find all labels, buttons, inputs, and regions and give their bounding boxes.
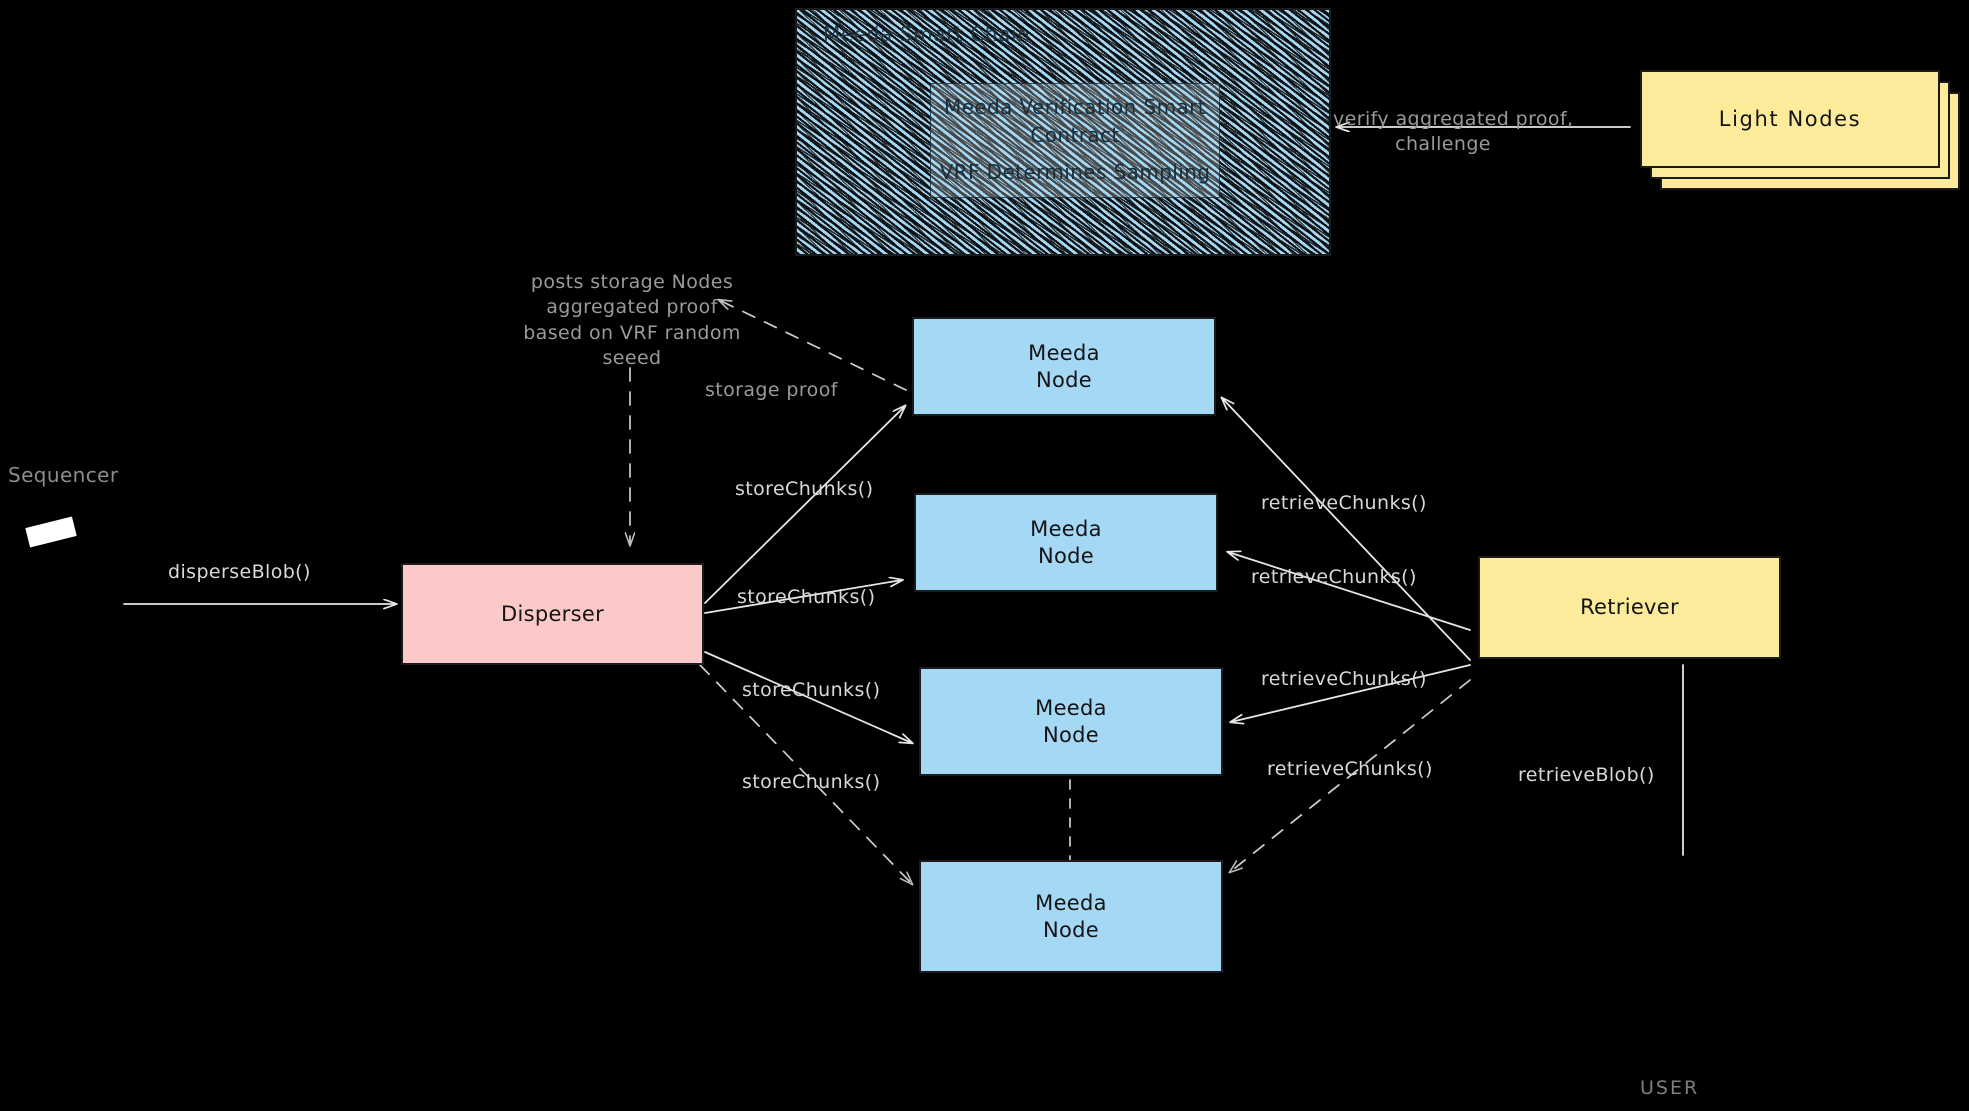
edge-retrieve-chunks-2 <box>1228 552 1471 631</box>
meeda-node-2[interactable]: Meeda Node <box>914 493 1218 592</box>
retriever-node[interactable]: Retriever <box>1478 556 1781 659</box>
meeda-node-1-line2: Node <box>1035 367 1092 392</box>
verification-contract-line3: VRF Determines Sampling <box>939 160 1211 185</box>
edge-label-retrieve-chunks-3: retrieveChunks() <box>1261 668 1427 690</box>
edge-label-verify-proof: verify aggregated proof, challenge <box>1333 108 1574 156</box>
light-nodes-label: Light Nodes <box>1718 107 1862 131</box>
edge-label-store-chunks-3: storeChunks() <box>742 679 881 701</box>
sequencer-chip-icon <box>25 516 77 548</box>
verification-contract-line2: Contract <box>1030 122 1120 147</box>
sequencer-label: Sequencer <box>8 463 119 487</box>
meeda-smart-chain-title: Meeda Smart Chain <box>823 22 1031 46</box>
meeda-node-4-line2: Node <box>1042 917 1099 942</box>
edge-label-retrieve-chunks-4: retrieveChunks() <box>1267 758 1433 780</box>
disperser-label: Disperser <box>500 601 605 626</box>
edge-label-retrieve-blob: retrieveBlob() <box>1518 764 1655 786</box>
verification-contract-line1: Meeda Verification Smart <box>943 95 1206 120</box>
edge-label-store-chunks-2: storeChunks() <box>737 586 876 608</box>
light-nodes-stack[interactable]: Light Nodes <box>1640 70 1969 190</box>
meeda-node-3-line1: Meeda <box>1035 695 1107 720</box>
meeda-node-3[interactable]: Meeda Node <box>919 667 1223 776</box>
edge-label-store-chunks-4: storeChunks() <box>742 771 881 793</box>
edge-label-posts-proof: posts storage Nodes aggregated proof bas… <box>523 271 741 370</box>
meeda-node-1[interactable]: Meeda Node <box>912 317 1216 416</box>
edge-retrieve-chunks-1 <box>1222 398 1471 661</box>
edge-label-retrieve-chunks-1: retrieveChunks() <box>1261 492 1427 514</box>
edge-store-chunks-1 <box>704 406 905 604</box>
meeda-node-3-line2: Node <box>1042 722 1099 747</box>
edge-storage-proof <box>719 300 907 391</box>
edge-label-retrieve-chunks-2: retrieveChunks() <box>1251 566 1417 588</box>
meeda-node-4-line1: Meeda <box>1035 890 1107 915</box>
user-label: USER <box>1640 1077 1700 1099</box>
edge-label-disperse-blob: disperseBlob() <box>168 561 311 583</box>
meeda-node-2-line2: Node <box>1037 543 1094 568</box>
edge-label-storage-proof: storage proof <box>705 379 838 401</box>
disperser-node[interactable]: Disperser <box>401 563 704 665</box>
light-nodes-card-front[interactable]: Light Nodes <box>1640 70 1940 168</box>
meeda-node-2-line1: Meeda <box>1030 516 1102 541</box>
edge-label-store-chunks-1: storeChunks() <box>735 478 874 500</box>
meeda-verification-contract-box[interactable]: Meeda Verification Smart Contract VRF De… <box>930 83 1220 198</box>
meeda-node-1-line1: Meeda <box>1028 340 1100 365</box>
meeda-smart-chain-box[interactable]: Meeda Smart Chain Meeda Verification Sma… <box>795 8 1331 256</box>
meeda-node-4[interactable]: Meeda Node <box>919 860 1223 973</box>
retriever-label: Retriever <box>1580 595 1679 620</box>
